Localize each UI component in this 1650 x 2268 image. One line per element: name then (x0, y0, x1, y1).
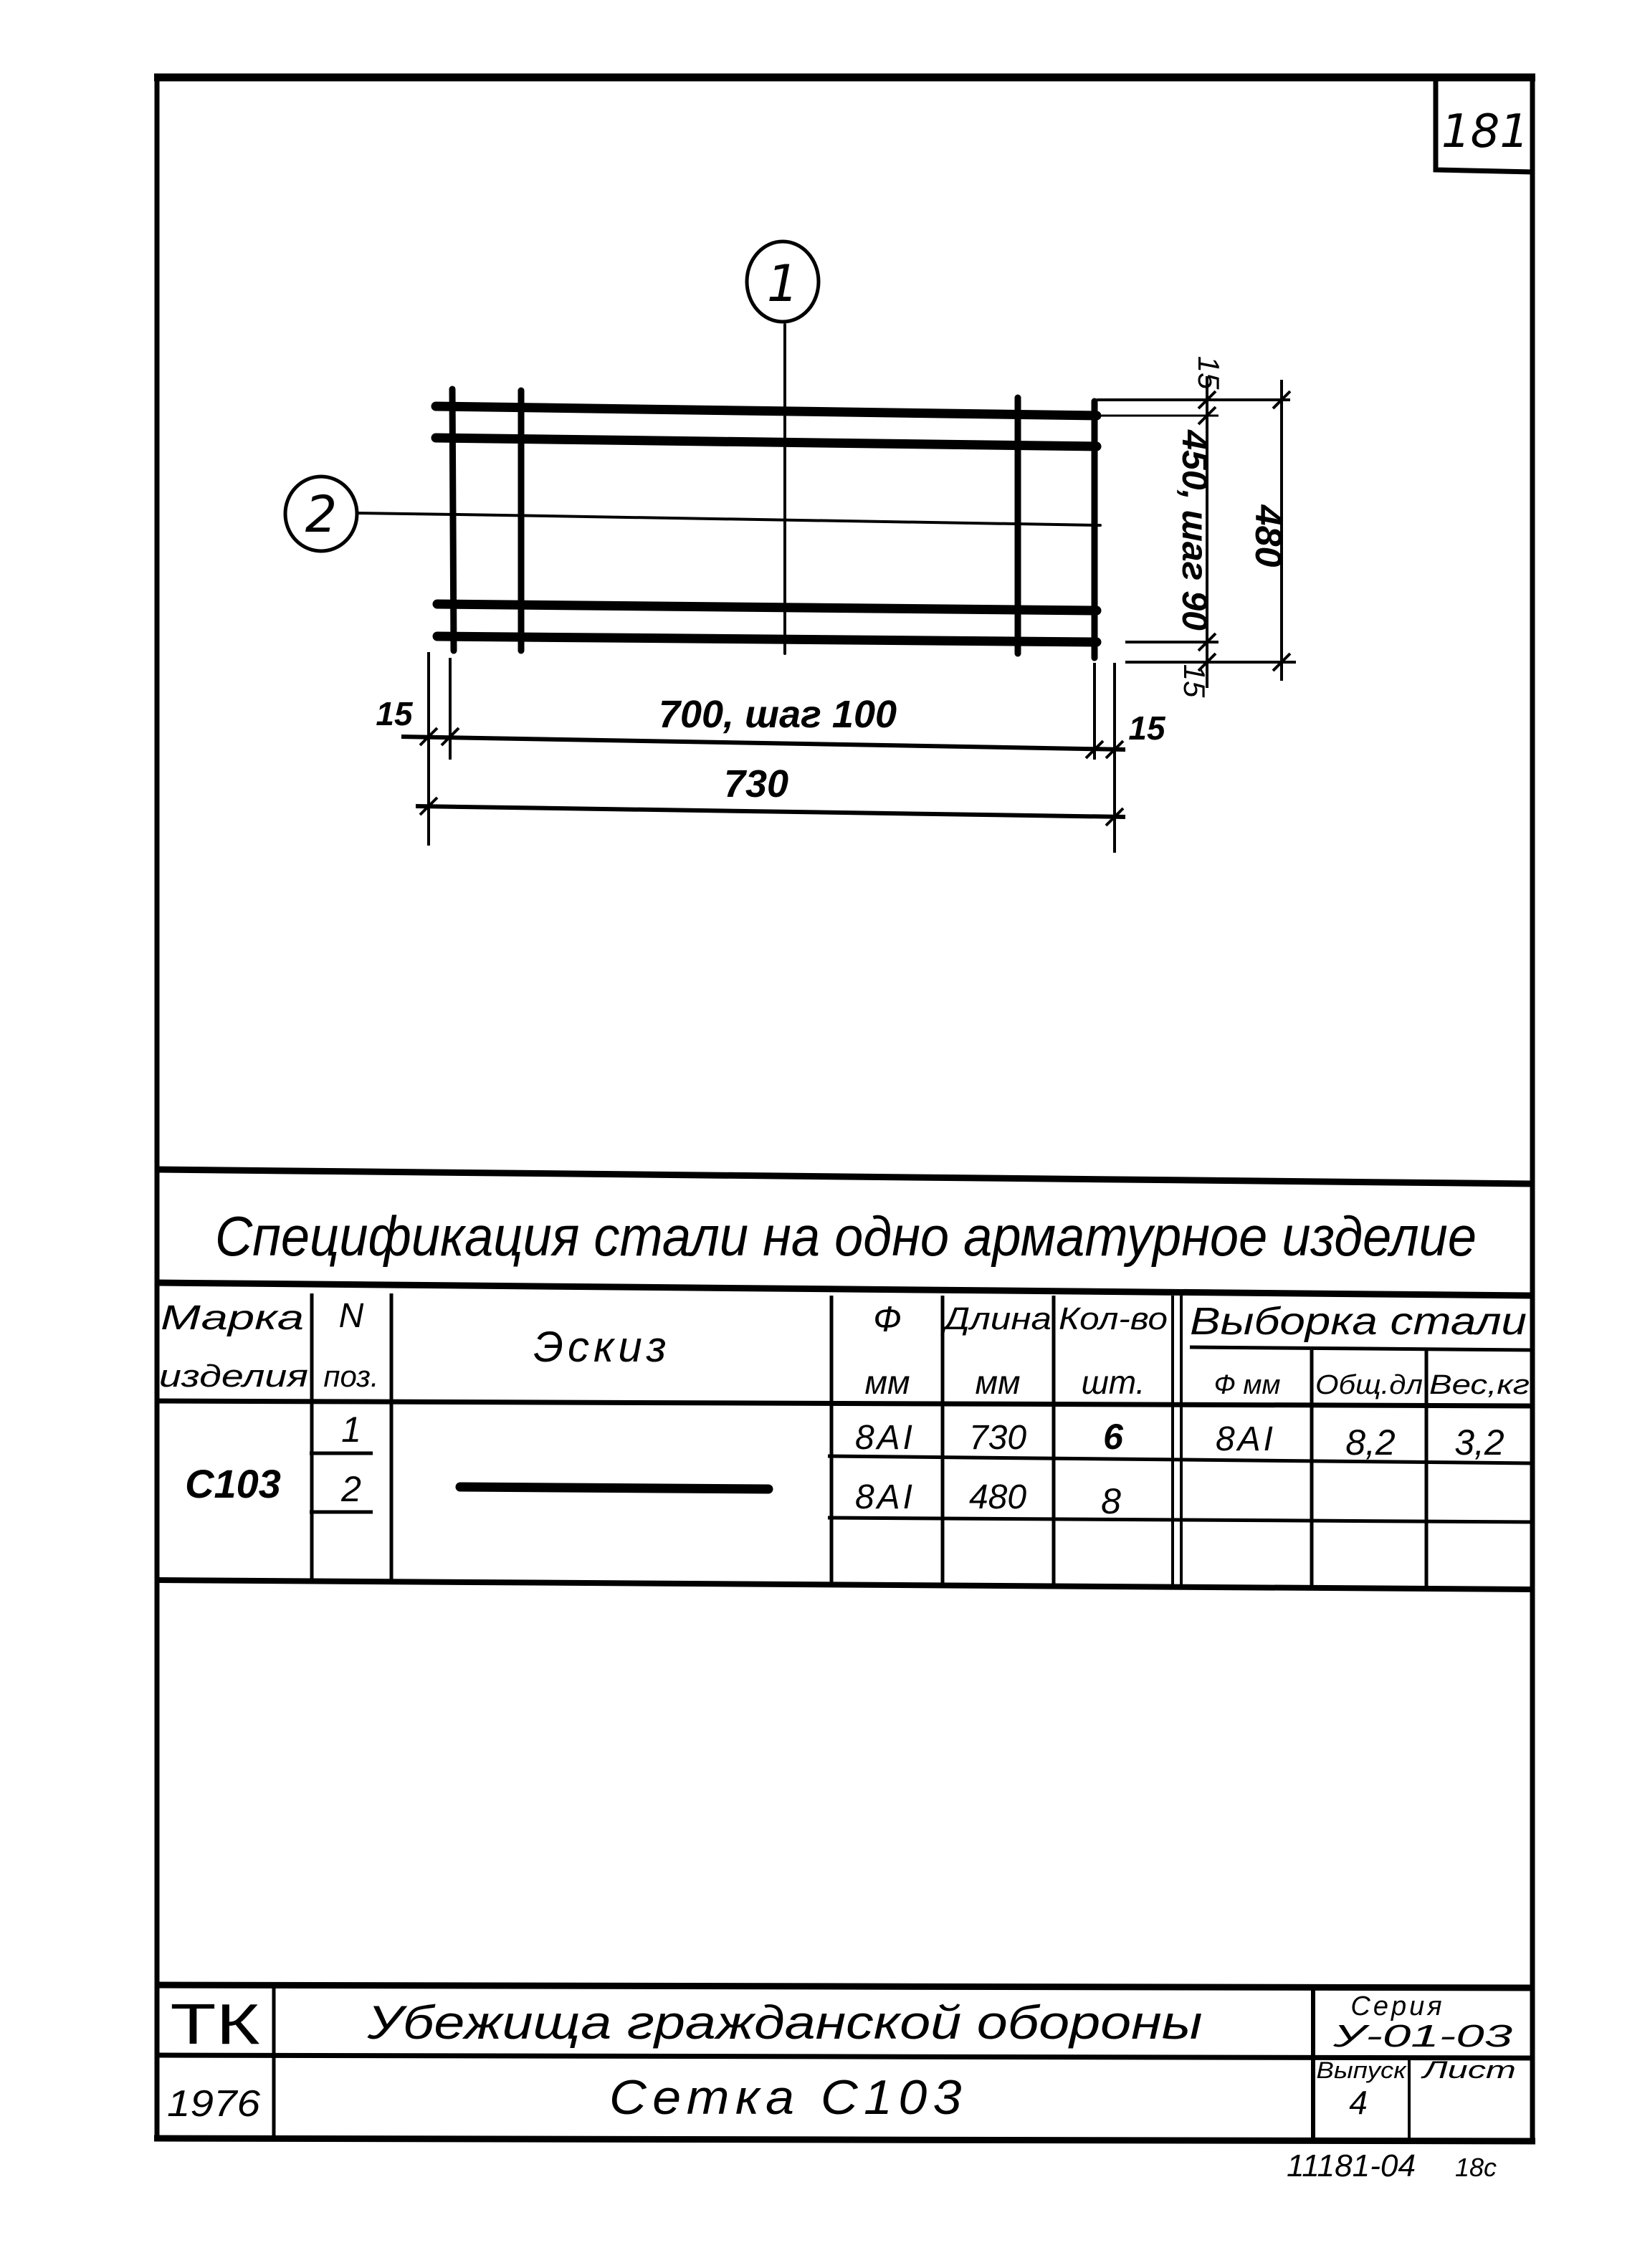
header-qty-l1: Кол-во (1059, 1301, 1168, 1336)
row-2-pos: 2 (340, 1469, 361, 1509)
header-qty-l2: шт. (1082, 1364, 1145, 1401)
sheet-frame (153, 73, 1536, 2145)
row-1-length: 730 (969, 1419, 1026, 1457)
sheet-label: Лист (1421, 2057, 1516, 2084)
dim-horizontal-span: 700, шаг 100 (659, 693, 897, 736)
dim-right-edge: 15 (1128, 709, 1166, 747)
dim-top-edge: 15 (1192, 356, 1226, 390)
mark-value: С103 (185, 1461, 281, 1506)
dim-left-edge: 15 (376, 695, 414, 732)
callout-2-label: 2 (305, 485, 338, 544)
bar-row-3 (457, 513, 1102, 527)
issue-value: 4 (1349, 2084, 1368, 2121)
header-len-l2: мм (975, 1364, 1020, 1401)
spec-body: С103 1 8AI 730 6 8AI 8,2 3,2 2 8AI 480 8 (185, 1410, 1504, 1521)
sheet-number-box: 181 (1433, 77, 1533, 175)
row-2-length: 480 (969, 1478, 1026, 1516)
header-sel-dia: Ф мм (1214, 1370, 1281, 1400)
org-code: ТК (171, 1992, 261, 2056)
dimension-labels: 15 450, шаг 90 15 480 15 700, шаг 100 15… (376, 356, 1289, 805)
bar-row-2 (431, 433, 1102, 451)
issue-label: Выпуск (1317, 2057, 1408, 2083)
callout-2: 2 (283, 474, 459, 553)
callout-1-label: 1 (767, 254, 799, 313)
header-pos-l2: поз. (323, 1359, 378, 1393)
spec-table (156, 1166, 1533, 1592)
header-sketch: Эскиз (533, 1323, 670, 1371)
header-dia-l1: Ф (873, 1299, 902, 1339)
header-mark-l2: изделия (159, 1359, 308, 1394)
sheet-number: 181 (1441, 105, 1529, 158)
row-1-sel-dia: 8AI (1216, 1420, 1276, 1458)
row-2-qty: 8 (1101, 1481, 1121, 1521)
row-1-sel-wt: 3,2 (1454, 1422, 1504, 1463)
mesh-drawing (431, 323, 1102, 661)
stamp-suffix: 18c (1455, 2153, 1497, 2182)
dim-overall-height: 480 (1247, 504, 1289, 568)
dim-vertical-span: 450, шаг 90 (1175, 429, 1215, 631)
row-2-dia: 8AI (855, 1478, 915, 1516)
header-dia-l2: мм (864, 1364, 910, 1401)
series-label: Серия (1350, 1991, 1444, 2021)
header-mark-l1: Марка (161, 1299, 304, 1337)
title-block (156, 1981, 1533, 2141)
series-value: У-01-03 (1332, 2019, 1512, 2054)
row-1-qty: 6 (1103, 1417, 1124, 1457)
spec-title: Спецификация стали на одно арматурное из… (215, 1205, 1477, 1268)
table-row: 1 8AI 730 6 8AI 8,2 3,2 (341, 1410, 1504, 1463)
dimension-lines (401, 376, 1296, 853)
spec-header: Марка изделия N поз. Эскиз Ф мм Длина мм… (159, 1297, 1530, 1401)
project-title: Убежища гражданской обороны (366, 1996, 1202, 2049)
bar-col-1 (449, 386, 457, 654)
header-sel-wt: Вес,кг (1429, 1370, 1530, 1400)
dim-overall-width: 730 (724, 762, 788, 805)
year: 1976 (167, 2083, 260, 2125)
table-row: 2 8AI 480 8 (340, 1469, 1121, 1521)
title-block-text: ТК 1976 Убежища гражданской обороны Сетк… (167, 1991, 1516, 2125)
row-1-pos: 1 (341, 1410, 361, 1450)
header-selection-group: Выборка стали (1190, 1300, 1527, 1343)
sheet-title: Сетка С103 (609, 2070, 968, 2125)
dim-bottom-edge: 15 (1178, 664, 1211, 698)
bar-row-5 (432, 631, 1102, 647)
callout-1: 1 (745, 239, 821, 324)
archive-stamp: 11181-04 18c (1287, 2148, 1497, 2183)
header-sel-len: Общ.дл (1315, 1370, 1423, 1400)
header-len-l1: Длина (940, 1301, 1051, 1336)
stamp-code: 11181-04 (1287, 2148, 1416, 2183)
header-pos-l1: N (339, 1297, 364, 1335)
bar-row-1 (431, 401, 1102, 421)
row-1-dia: 8AI (855, 1419, 915, 1457)
sketch-bar-icon (455, 1482, 773, 1494)
bar-row-4 (432, 599, 1102, 616)
row-1-sel-len: 8,2 (1345, 1422, 1396, 1463)
